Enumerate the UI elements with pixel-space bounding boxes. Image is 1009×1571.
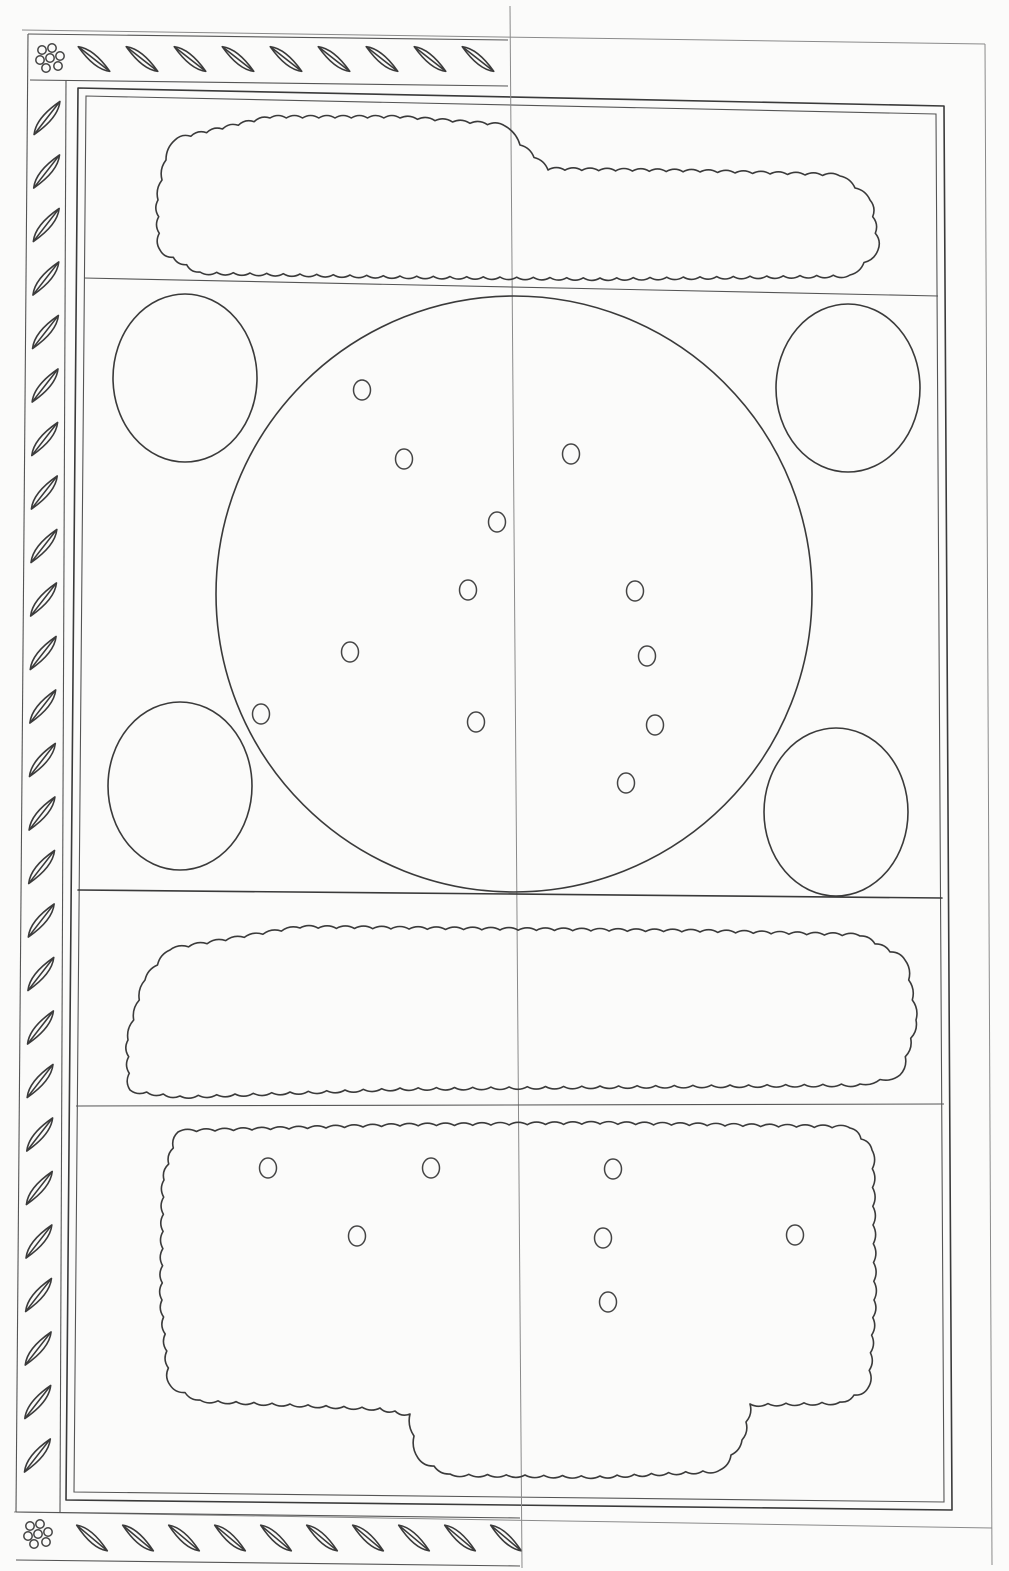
sketch-canvas [0,0,1009,1571]
paper-background [0,0,1009,1571]
